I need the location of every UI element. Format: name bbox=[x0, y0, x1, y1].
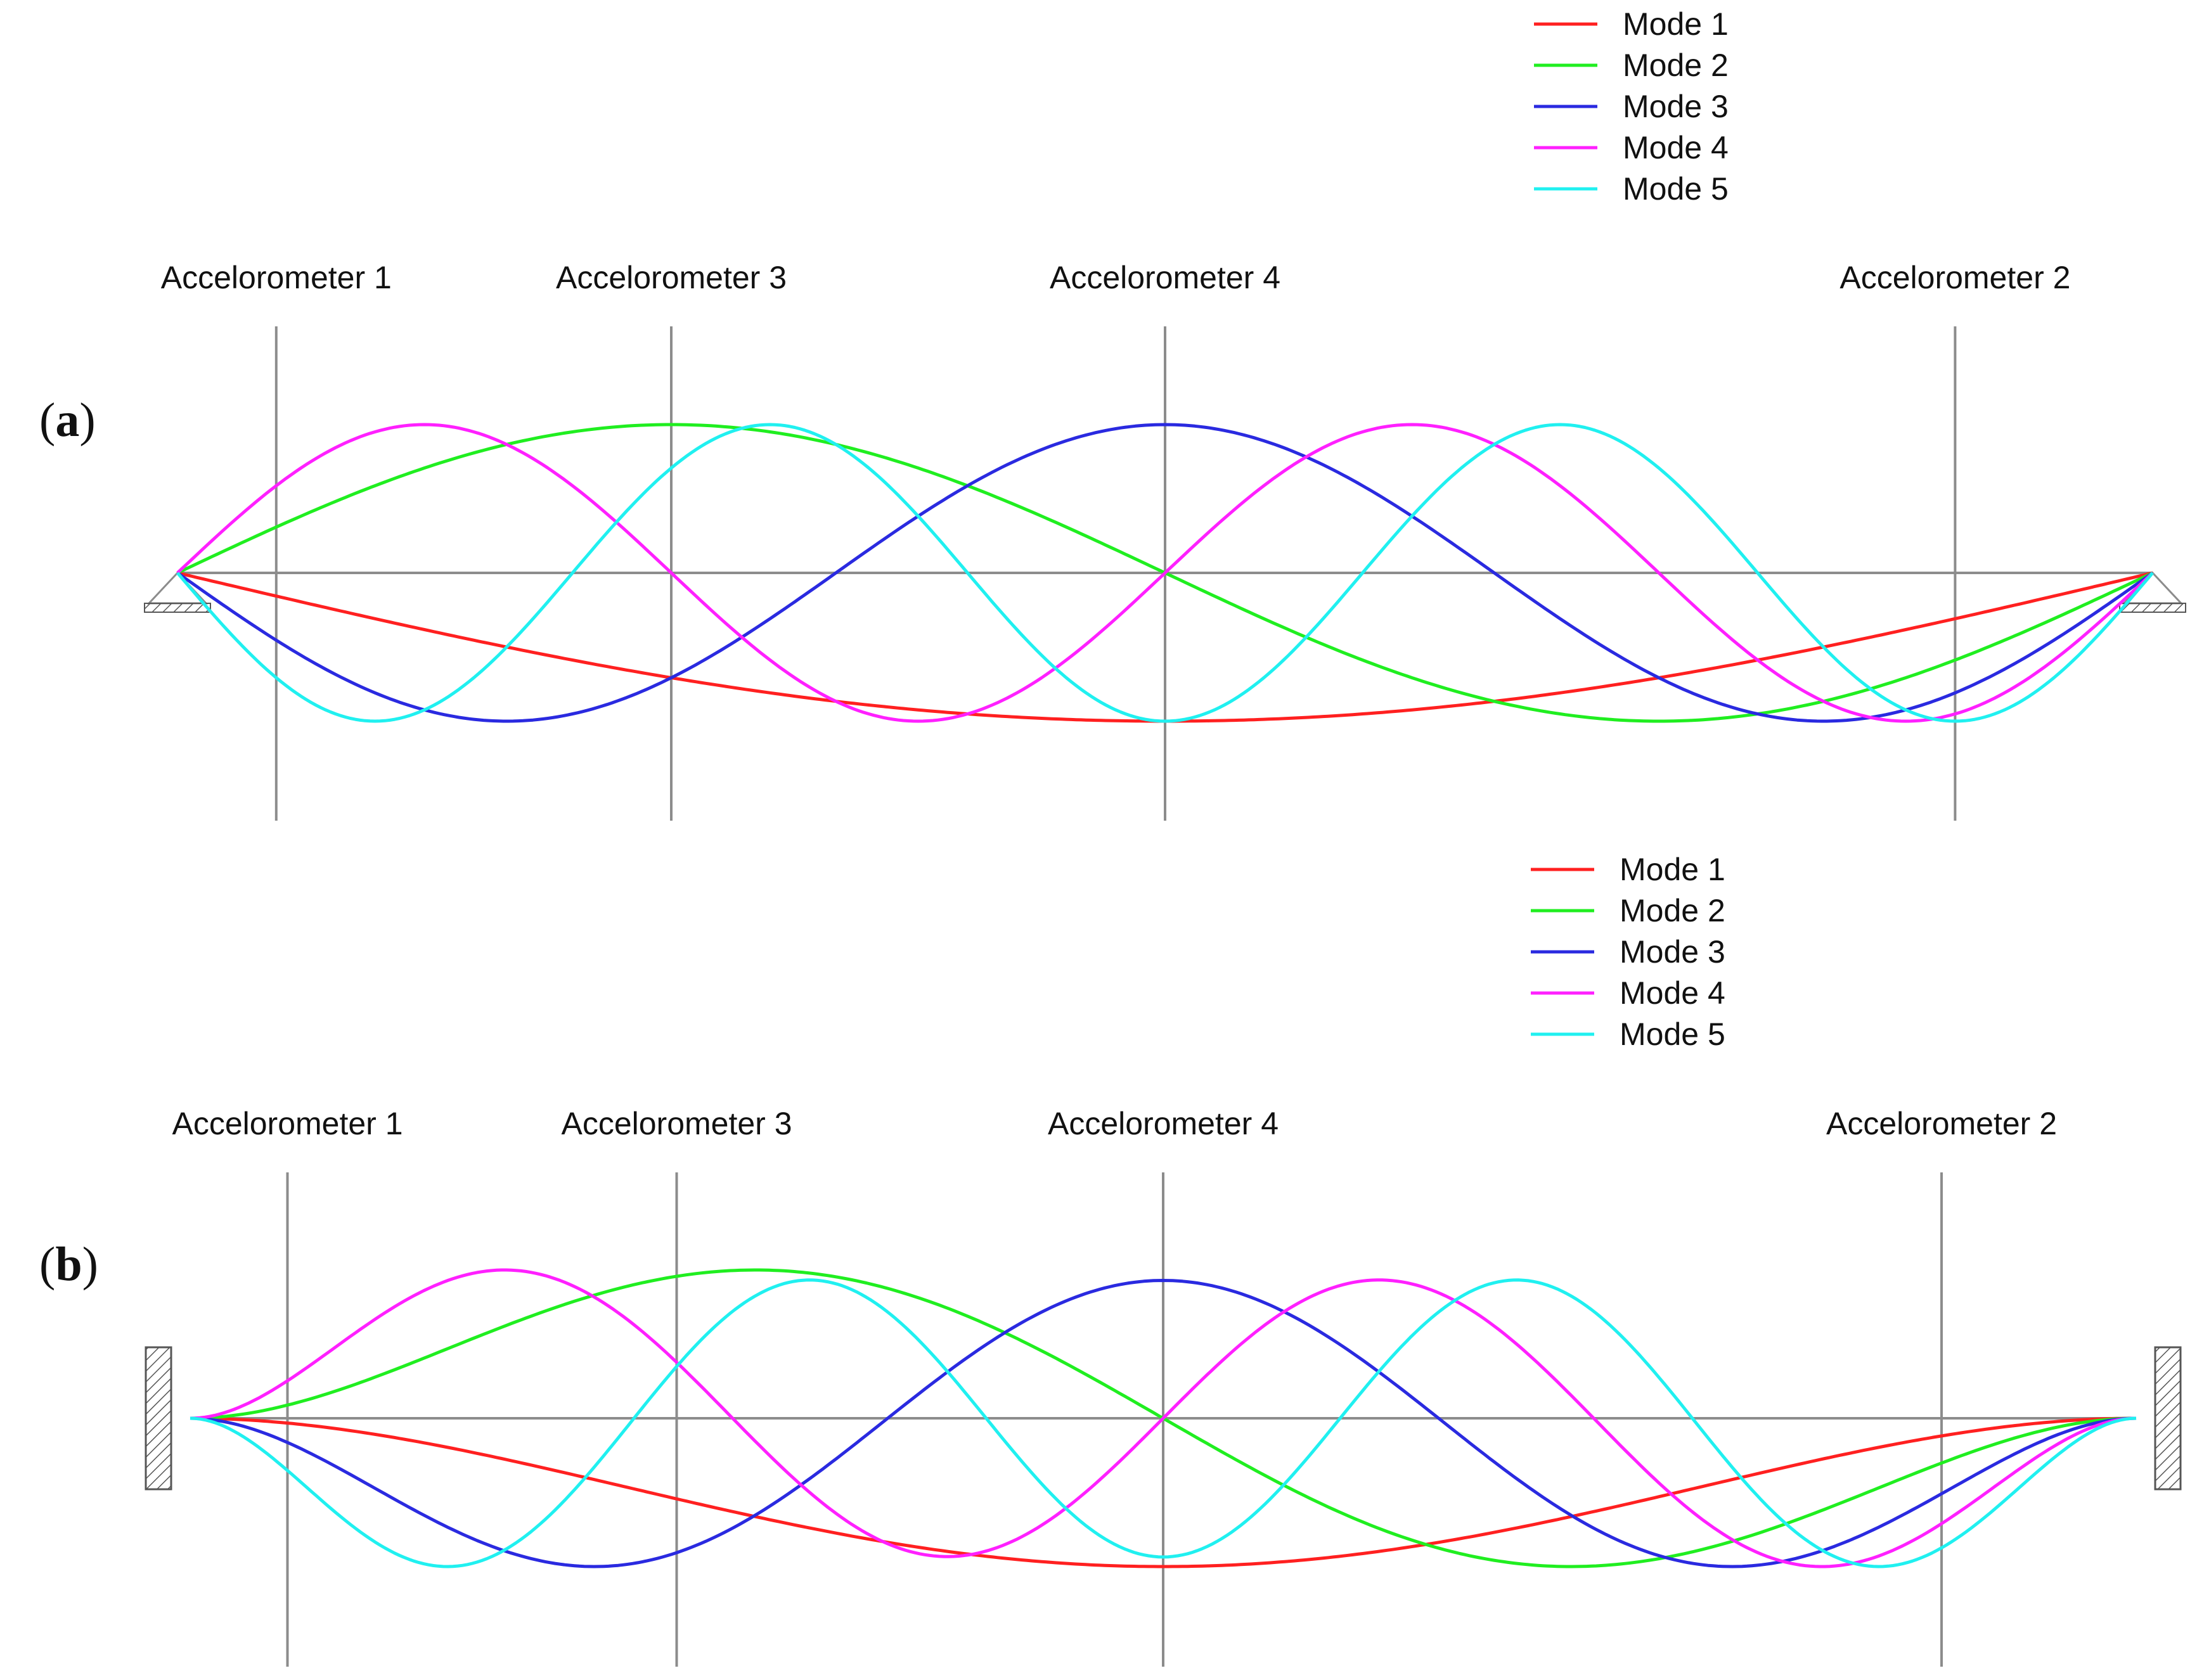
accelerometer-label: Accelorometer 2 bbox=[1839, 260, 2070, 295]
mode-5-curve bbox=[176, 423, 2154, 723]
accelerometer-label: Accelorometer 3 bbox=[556, 260, 787, 295]
accelerometer-label: Accelorometer 2 bbox=[1826, 1106, 2057, 1141]
accelerometer-label: Accelorometer 4 bbox=[1050, 260, 1280, 295]
panel-label-open: ( bbox=[39, 1238, 55, 1291]
ground-hatch bbox=[2119, 603, 2186, 613]
legend-entry: Mode 3 bbox=[1620, 934, 1725, 970]
mode-4-curve bbox=[176, 423, 2154, 723]
panel-label: (b) bbox=[39, 1238, 98, 1291]
supports bbox=[144, 571, 2186, 613]
accelerometer-label: Accelorometer 1 bbox=[161, 260, 392, 295]
mode-4-curve bbox=[190, 1268, 2137, 1568]
accelerometer-label: Accelorometer 4 bbox=[1048, 1106, 1279, 1141]
panel-a: (a) Mode 1 Mode 2 Mode 3 Mode 4 Mode 5 Accelor… bbox=[39, 6, 2186, 821]
mode-3-curve bbox=[176, 423, 2154, 723]
panel-label-open: ( bbox=[39, 394, 55, 447]
panel-b: (b) Mode 1 Mode 2 Mode 3 Mode 4 Mode 5 Accelor… bbox=[39, 852, 2182, 1667]
legend-entry: Mode 4 bbox=[1623, 130, 1729, 165]
mode-3-curve bbox=[190, 1279, 2137, 1568]
panel-label-letter: a bbox=[55, 394, 79, 447]
legend-entry: Mode 1 bbox=[1623, 6, 1729, 42]
mode-1-curve bbox=[190, 1416, 2136, 1568]
legend-entry: Mode 2 bbox=[1620, 893, 1725, 928]
legend-entry: Mode 2 bbox=[1623, 48, 1729, 83]
mode-5-curve bbox=[190, 1278, 2137, 1568]
legend-entry: Mode 5 bbox=[1620, 1016, 1725, 1052]
clamped-support-right bbox=[2154, 1346, 2182, 1491]
legend: Mode 1 Mode 2 Mode 3 Mode 4 Mode 5 bbox=[1531, 852, 1725, 1052]
clamped-support-left bbox=[145, 1346, 172, 1491]
legend-entry: Mode 4 bbox=[1620, 975, 1725, 1011]
legend-entry: Mode 3 bbox=[1623, 89, 1729, 124]
panel-label-letter: b bbox=[55, 1238, 82, 1291]
legend: Mode 1 Mode 2 Mode 3 Mode 4 Mode 5 bbox=[1534, 6, 1729, 207]
panel-label-close: ) bbox=[79, 394, 95, 447]
accelerometer-label: Accelorometer 1 bbox=[172, 1106, 403, 1141]
supports bbox=[145, 1346, 2182, 1491]
panel-label: (a) bbox=[39, 394, 96, 447]
panel-label-close: ) bbox=[82, 1238, 98, 1291]
ground-hatch bbox=[144, 603, 211, 613]
legend-entry: Mode 1 bbox=[1620, 852, 1725, 887]
legend-entry: Mode 5 bbox=[1623, 171, 1729, 207]
accelerometer-label: Accelorometer 3 bbox=[561, 1106, 792, 1141]
